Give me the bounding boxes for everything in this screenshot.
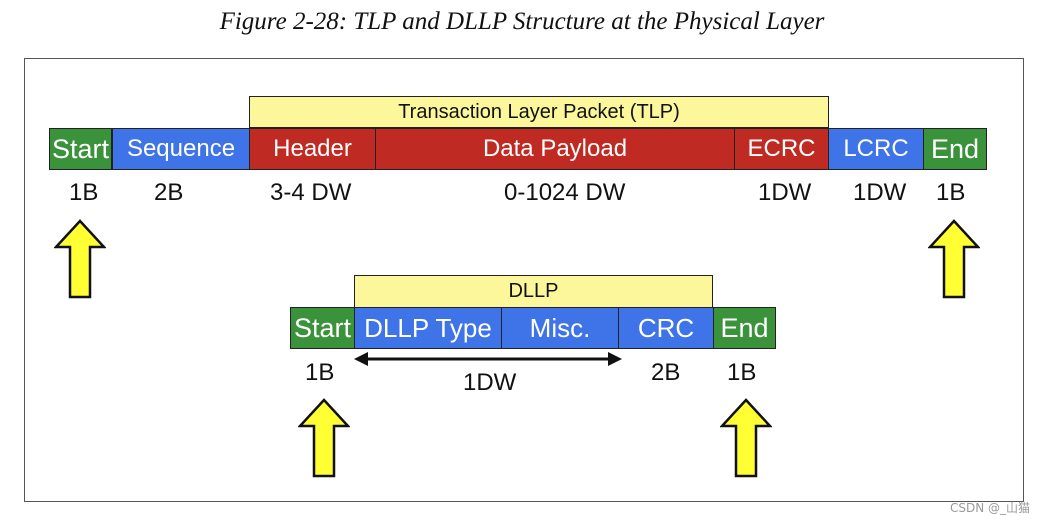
tlp-data-payload-label: Data Payload <box>482 135 628 162</box>
tlp-start-up-arrow-icon <box>54 219 106 299</box>
tlp-lcrc-label: LCRC <box>843 135 909 162</box>
dllp-start-field: Start <box>290 307 355 349</box>
tlp-ecrc-size: 1DW <box>758 179 812 206</box>
dllp-crc-label: CRC <box>637 312 695 343</box>
tlp-header-label: Header <box>273 135 352 162</box>
dllp-type-field: DLLP Type <box>354 307 502 349</box>
tlp-start-size: 1B <box>69 179 99 206</box>
watermark: CSDN @_山猫 <box>949 501 1030 515</box>
dllp-misc-field: Misc. <box>501 307 619 349</box>
tlp-ecrc-field: ECRC <box>734 128 829 170</box>
tlp-end-label: End <box>930 133 980 164</box>
tlp-header-size: 3-4 DW <box>270 179 352 206</box>
tlp-sequence-size: 2B <box>154 179 184 206</box>
tlp-end-up-arrow-icon <box>928 219 980 299</box>
tlp-ecrc-label: ECRC <box>747 135 816 162</box>
tlp-start-label: Start <box>51 133 110 164</box>
dllp-end-size: 1B <box>727 359 757 386</box>
dllp-bracket-label: DLLP <box>508 280 559 302</box>
dllp-span-size: 1DW <box>463 369 517 396</box>
tlp-sequence-label: Sequence <box>126 135 236 162</box>
tlp-data-payload-field: Data Payload <box>375 128 735 170</box>
tlp-header-field: Header <box>249 128 376 170</box>
tlp-lcrc-size: 1DW <box>853 179 907 206</box>
dllp-crc-size: 2B <box>651 359 681 386</box>
figure-caption: Figure 2-28: TLP and DLLP Structure at t… <box>219 8 825 35</box>
tlp-data-payload-size: 0-1024 DW <box>504 179 626 206</box>
tlp-lcrc-field: LCRC <box>828 128 924 170</box>
tlp-sequence-field: Sequence <box>112 128 250 170</box>
dllp-end-field: End <box>713 307 776 349</box>
dllp-start-size: 1B <box>305 359 335 386</box>
dllp-end-up-arrow-icon <box>720 398 772 478</box>
dllp-crc-field: CRC <box>618 307 714 349</box>
tlp-start-field: Start <box>49 128 112 170</box>
dllp-start-up-arrow-icon <box>298 398 350 478</box>
dllp-start-label: Start <box>293 312 352 343</box>
dllp-type-label: DLLP Type <box>364 312 492 343</box>
diagram-frame <box>24 58 1024 502</box>
tlp-bracket-label: Transaction Layer Packet (TLP) <box>398 100 680 123</box>
tlp-bracket: Transaction Layer Packet (TLP) <box>249 96 829 128</box>
dllp-bracket: DLLP <box>354 275 713 308</box>
dllp-end-label: End <box>720 312 769 343</box>
tlp-end-field: End <box>923 128 987 170</box>
dllp-span-double-arrow-icon <box>354 352 622 366</box>
dllp-misc-label: Misc. <box>529 312 591 343</box>
tlp-end-size: 1B <box>936 179 966 206</box>
